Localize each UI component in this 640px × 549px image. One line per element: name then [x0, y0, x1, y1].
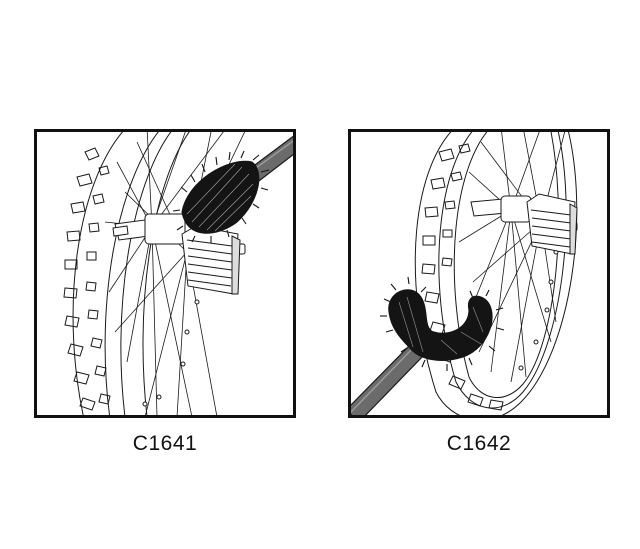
cassette-sprockets [181, 225, 241, 295]
tire-outline [414, 132, 578, 415]
cassette-sprockets [526, 193, 578, 255]
cassette-brush-illustration [63, 132, 293, 415]
rear-hub [470, 195, 578, 232]
brush-bristles [172, 150, 270, 243]
brush-bristles [380, 276, 505, 371]
tire-tread [63, 147, 111, 411]
caption-code: C1641 [132, 432, 198, 455]
brush-handle [351, 341, 426, 415]
rear-hub [112, 213, 246, 255]
illustration-panel-cassette-brush [34, 129, 296, 418]
rim-brush-illustration [351, 132, 578, 415]
tire-outline [72, 132, 190, 415]
illustration-panel-rim-brush [348, 129, 610, 418]
caption-code: C1642 [446, 432, 512, 455]
